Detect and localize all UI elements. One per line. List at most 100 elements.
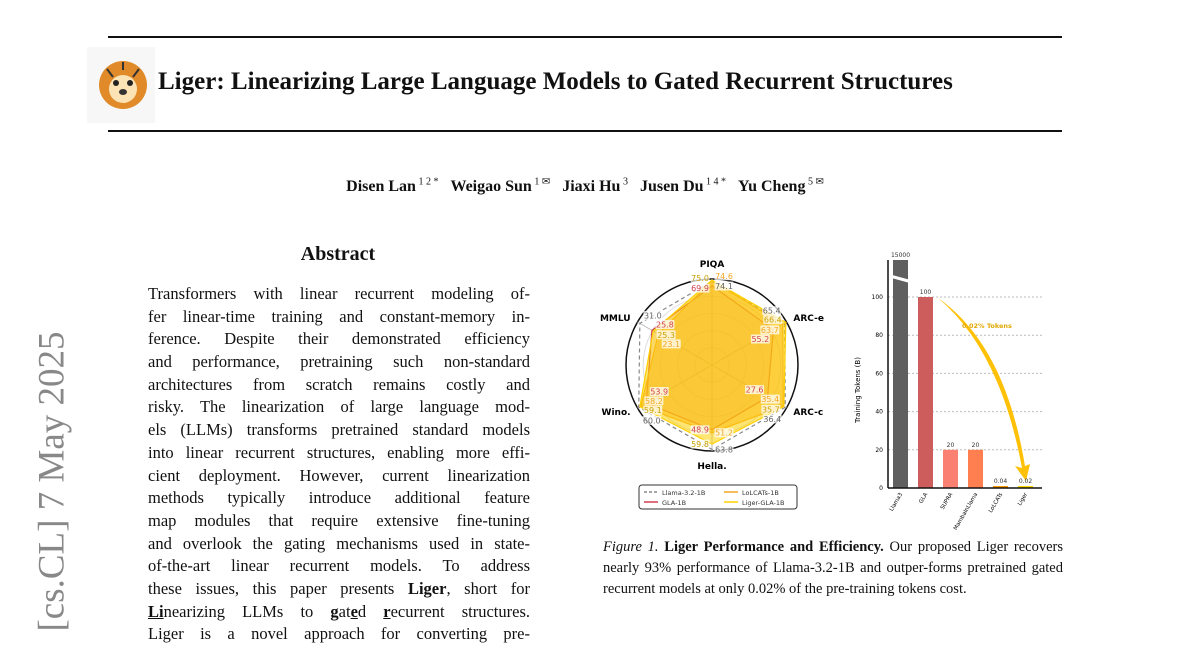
radar-data-label-background [690, 273, 710, 283]
radar-data-label: 63.8 [715, 445, 733, 454]
radar-data-label-background [760, 394, 780, 404]
top-rule [108, 36, 1062, 38]
y-tick-label: 100 [872, 294, 884, 301]
abstract-line: ference. Despite their demonstrated effi… [148, 329, 530, 349]
radar-data-label-background [760, 325, 780, 335]
caption-title: Liger Performance and Efficiency. [664, 539, 884, 555]
author-name: Disen Lan [346, 178, 416, 196]
axis-break-mark [889, 274, 913, 284]
bar-SUPRA [943, 449, 958, 488]
y-tick-label: 60 [875, 370, 883, 377]
bar-GLA [918, 297, 933, 488]
radar-data-label-background [714, 281, 734, 291]
radar-data-label: 74.6 [715, 272, 733, 281]
radar-data-label-background [745, 385, 765, 395]
caption-text: Our proposed Liger recovers nearly 93% p… [603, 539, 1063, 597]
radar-data-label-background [761, 404, 781, 414]
bar-value-label: 0.04 [994, 478, 1008, 485]
abstract-line: of-the-art linear recurrent models. To a… [148, 556, 530, 576]
tiger-logo [87, 47, 155, 123]
radar-data-label: 23.1 [662, 340, 680, 349]
abstract-line: architectures from scratch remains costl… [148, 374, 530, 394]
author: Yu Cheng 5 ✉ [738, 177, 824, 196]
paper-title: Liger: Linearizing Large Language Models… [158, 68, 953, 95]
radar-data-label: 48.9 [691, 426, 709, 435]
x-tick-label: MambaInLlama [953, 492, 979, 531]
author: Disen Lan 1 2 * [346, 177, 439, 196]
radar-data-label-background [763, 315, 783, 325]
radar-data-label: 59.1 [644, 406, 662, 415]
author-affiliation: 1 ✉ [531, 177, 551, 188]
radar-axis-label: ARC-c [793, 408, 823, 418]
x-tick-label: SUPRA [940, 492, 954, 511]
radar-data-label: 65.4 [763, 307, 781, 316]
abstract-line: Linearizing LLMs to gated recurrent stru… [148, 601, 531, 621]
radar-chart: PIQAARC-eARC-cHella.Wino.MMLU74.165.436.… [600, 260, 824, 510]
radar-data-label: 69.9 [691, 284, 709, 293]
radar-data-label-background [690, 439, 710, 449]
radar-legend [638, 484, 798, 510]
arrow-annotation: 0.02% Tokens [962, 322, 1012, 330]
y-tick-label: 40 [875, 409, 883, 416]
legend-label: Liger-GLA-1B [742, 499, 784, 507]
author: Jusen Du 1 4 * [639, 177, 726, 196]
x-tick-label: LoLCATs [988, 492, 1004, 514]
radar-data-label-background [714, 444, 734, 454]
abstract-line: these issues, this paper presents Liger,… [148, 578, 530, 598]
radar-data-label-background [690, 425, 710, 435]
figure-caption: Figure 1. Liger Performance and Efficien… [603, 537, 1063, 600]
radar-data-label-background [690, 283, 710, 293]
radar-data-label-background [643, 405, 663, 415]
author-name: Yu Cheng [738, 178, 806, 196]
bar-Llama3 [893, 260, 908, 488]
radar-data-label: 55.2 [751, 335, 769, 344]
radar-data-label: 59.8 [691, 440, 709, 449]
radar-data-label: 66.4 [764, 316, 782, 325]
radar-data-label: 63.7 [761, 326, 779, 335]
radar-data-label: 75.0 [691, 274, 709, 283]
arxiv-stamp: [cs.CL] 7 May 2025 [31, 331, 73, 632]
y-tick-label: 80 [875, 332, 883, 339]
radar-data-label: 53.9 [650, 388, 668, 397]
bar-MambaInLlama [968, 449, 983, 488]
author-affiliation: 5 ✉ [805, 177, 824, 188]
radar-data-label-background [656, 330, 676, 340]
legend-label: LoLCATs-1B [742, 489, 779, 497]
radar-data-label-background [714, 271, 734, 281]
x-tick-label: GLA [918, 492, 929, 505]
radar-data-label-background [655, 320, 675, 330]
author-name: Jusen Du [639, 178, 704, 196]
radar-data-label-background [762, 306, 782, 316]
abstract-line: and performance, pretraining such non-st… [148, 352, 530, 372]
y-axis-label: Training Tokens (B) [854, 357, 862, 424]
caption-label: Figure 1. [603, 539, 659, 555]
author: Jiaxi Hu 3 [562, 177, 628, 195]
abstract-line: map modules that require extensive fine-… [148, 510, 530, 530]
radar-data-label: 25.3 [657, 331, 675, 340]
bar-value-label: 100 [920, 289, 932, 296]
x-tick-label: Llama3 [889, 492, 905, 513]
radar-series-Liger-GLA-1B [639, 279, 787, 445]
abstract-line: into linear recurrent structures, enabli… [148, 442, 530, 462]
radar-data-label-background [762, 414, 782, 424]
author-name: Weigao Sun [450, 178, 532, 196]
radar-data-label-background [750, 334, 770, 344]
radar-data-label: 58.2 [645, 397, 663, 406]
author-affiliation: 1 2 * [415, 177, 439, 188]
abstract-line: risky. The linearization of large langua… [148, 397, 530, 417]
radar-data-label: 36.4 [763, 415, 781, 424]
legend-label: Llama-3.2-1B [662, 489, 705, 497]
abstract-line: Transformers with linear recurrent model… [148, 284, 530, 303]
abstract-heading: Abstract [300, 243, 376, 265]
radar-data-label-background [649, 387, 669, 397]
abstract-line: methods typically introduce additional f… [148, 488, 530, 508]
bar-value-label: 15000 [891, 252, 910, 259]
radar-data-label-background [644, 396, 664, 406]
x-tick-label: Liger [1017, 491, 1029, 507]
legend-label: GLA-1B [662, 499, 686, 507]
radar-data-label: 35.7 [762, 405, 780, 414]
abstract-line: fer linear-time training and constant-me… [148, 306, 530, 326]
abstract-body: Transformers with linear recurrent model… [148, 283, 530, 646]
bar-value-label: 20 [972, 442, 980, 449]
